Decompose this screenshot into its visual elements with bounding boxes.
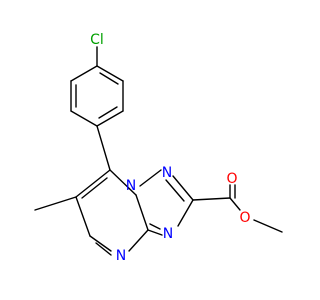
bond-tri-2-inner	[165, 179, 185, 202]
structure-canvas: Cl N N N N O O	[34, 32, 283, 264]
bond-ester-o	[229, 197, 241, 211]
bond-ring-4	[70, 110, 98, 127]
bond-methoxy	[253, 219, 283, 233]
bond-pyr-3-inner	[95, 242, 112, 256]
oxygen-atom-label-2: O	[239, 210, 250, 226]
oxygen-atom-label-1: O	[226, 171, 237, 187]
bond-pyr-3	[89, 235, 112, 252]
bond-ring-inner-1	[99, 72, 119, 85]
bond-ring-6	[70, 65, 98, 82]
bond-ring-1	[96, 65, 124, 82]
bond-pyr-2	[75, 196, 91, 237]
bonds	[34, 46, 283, 256]
chlorine-atom-label: Cl	[90, 32, 104, 48]
bond-tri-2	[172, 175, 194, 201]
bond-ring-inner-2	[98, 106, 118, 119]
molecule-diagram: Cl N N N N O O	[34, 32, 283, 264]
bond-pyr-6	[109, 169, 137, 196]
bond-pyr-4	[128, 229, 149, 252]
nitrogen-atom-label-3: N	[163, 226, 173, 242]
bond-pyr-5	[135, 194, 149, 231]
bond-pyr-1	[75, 169, 111, 198]
bond-tri-3	[177, 199, 194, 227]
nitrogen-atom-label-2: N	[162, 165, 172, 181]
bond-pyr-1-inner	[81, 177, 108, 199]
bond-tri-4	[147, 229, 163, 236]
nitrogen-atom-label-4: N	[116, 248, 126, 264]
bond-ring-3	[96, 110, 124, 127]
bond-tri-1	[139, 169, 162, 187]
bond-tri-4-inner	[149, 223, 161, 230]
bond-aryl-link	[96, 125, 111, 171]
bond-ester-c	[192, 197, 231, 201]
bond-methyl	[34, 196, 77, 211]
nitrogen-atom-label-1: N	[126, 178, 136, 194]
